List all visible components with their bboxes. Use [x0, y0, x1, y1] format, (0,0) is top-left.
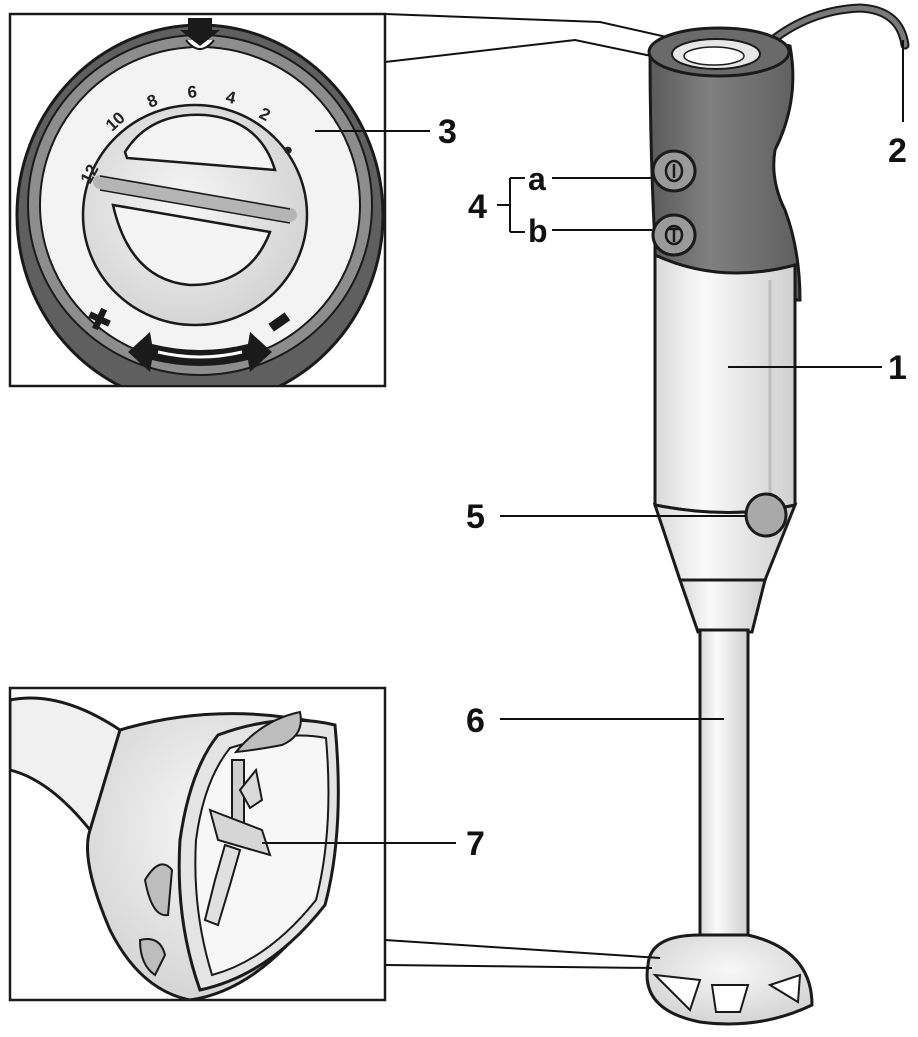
dial-detail-connector-top [384, 13, 681, 41]
dial-pointer-arrow-icon [180, 18, 220, 46]
callout-5: 5 [466, 498, 485, 536]
dial-detail-panel: 12 10 8 6 4 2 ● ✖ ▬ 3 [8, 12, 681, 388]
callout-4-group: 4 a b [468, 161, 652, 249]
callout-6: 6 [466, 702, 485, 740]
dial-rotate-arrow-icon [128, 332, 272, 372]
release-button [744, 492, 788, 538]
button-a [651, 149, 697, 193]
motor-body [647, 26, 802, 588]
blade [203, 759, 272, 927]
blade-detail-panel: 7 [8, 686, 661, 1002]
callout-7: 7 [466, 825, 485, 863]
blending-shaft [645, 578, 814, 1026]
dial-scale-4: 4 [224, 87, 238, 108]
callout-3: 3 [438, 113, 457, 151]
dial-scale-6: 6 [187, 82, 198, 102]
knob-grip-upper [123, 113, 277, 172]
callout-4: 4 [468, 188, 487, 226]
callout-2: 2 [888, 132, 907, 170]
blade-detail-connector-top [384, 939, 661, 959]
callout-1: 1 [888, 349, 907, 387]
power-cable: 2 [765, 3, 910, 170]
dial-detail-connector-bottom [384, 38, 681, 63]
blade-detail-connector-bottom [384, 964, 653, 969]
callout-4a: a [528, 161, 546, 197]
bracket-4 [497, 177, 525, 233]
knob-grip-lower [111, 203, 272, 287]
callout-4b: b [528, 213, 548, 249]
speed-icon [668, 227, 680, 242]
button-b [651, 213, 697, 257]
